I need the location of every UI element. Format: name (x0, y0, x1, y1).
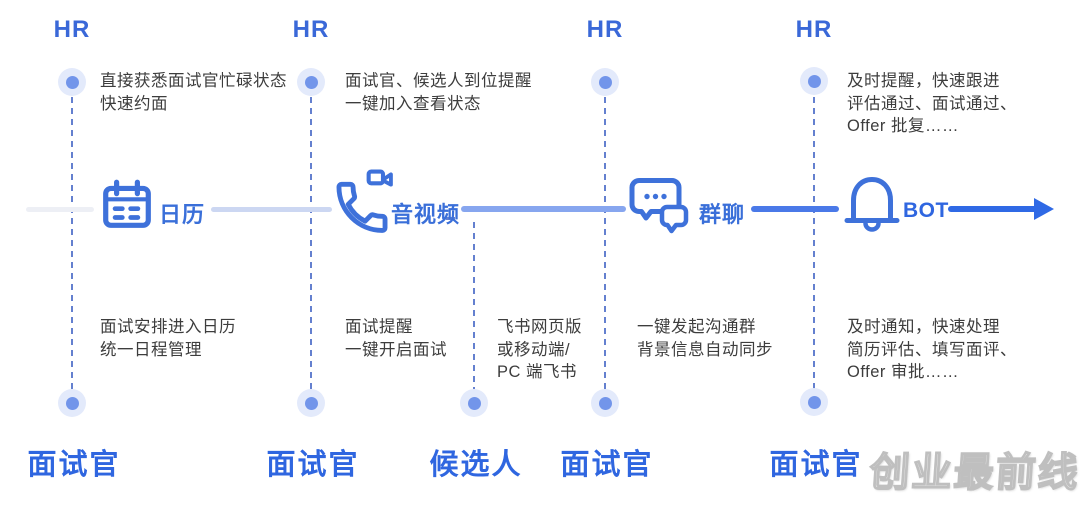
vertical-dashed-line-5 (812, 97, 816, 389)
timeline-dot-bottom-2 (297, 389, 325, 417)
timeline-segment-3 (461, 206, 626, 212)
actor-label-interviewer-5: 面试官 (769, 449, 863, 481)
watermark: 创业最前线 (867, 450, 1080, 496)
timeline-segment-1 (26, 207, 94, 212)
timeline-segment-2 (211, 207, 332, 212)
feature-note-bottom-2: 面试提醒 一键开启面试 (345, 318, 447, 359)
actor-label-interviewer-2: 面试官 (266, 449, 360, 481)
feature-note-bottom-1: 面试安排进入日历 统一日程管理 (100, 318, 236, 359)
feature-note-bottom-3: 飞书网页版 或移动端/ PC 端飞书 (497, 318, 582, 381)
feature-note-top-1: 直接获悉面试官忙碌状态 快速约面 (100, 72, 287, 113)
actor-label-candidate: 候选人 (429, 449, 523, 481)
actor-label-interviewer-1: 面试官 (27, 449, 121, 481)
feature-note-top-5: 及时提醒，快速跟进 评估通过、面试通过、 Offer 批复…… (847, 72, 1017, 135)
vertical-dashed-line-1 (70, 97, 74, 389)
chat-bubbles-icon (627, 176, 695, 238)
hr-label-5: HR (795, 16, 833, 43)
timeline-dot-bottom-5 (800, 388, 828, 416)
vertical-dashed-line-2 (309, 97, 313, 389)
timeline-dot-top-2 (297, 68, 325, 96)
vertical-dashed-line-3 (472, 222, 476, 389)
audio-video-label: 音视频 (391, 202, 461, 227)
phone-video-icon (331, 169, 393, 233)
timeline-dot-top-4 (591, 68, 619, 96)
bell-icon (843, 172, 901, 234)
hr-label-1: HR (53, 16, 91, 43)
actor-label-interviewer-4: 面试官 (560, 449, 654, 481)
timeline-dot-top-5 (800, 67, 828, 95)
flow-arrow-head (1034, 198, 1054, 220)
calendar-label: 日历 (159, 202, 206, 227)
calendar-icon (100, 177, 154, 231)
feature-note-bottom-4: 一键发起沟通群 背景信息自动同步 (637, 318, 773, 359)
hr-label-2: HR (292, 16, 330, 43)
timeline-dot-top-1 (58, 68, 86, 96)
bot-label: BOT (903, 199, 949, 222)
timeline-dot-bottom-3 (460, 389, 488, 417)
timeline-segment-4 (751, 206, 839, 212)
feature-note-bottom-5: 及时通知，快速处理 简历评估、填写面评、 Offer 审批…… (847, 318, 1017, 381)
group-chat-label: 群聊 (699, 202, 746, 227)
timeline-dot-bottom-4 (591, 389, 619, 417)
vertical-dashed-line-3-elbow (446, 217, 455, 220)
feature-note-top-2: 面试官、候选人到位提醒 一键加入查看状态 (345, 72, 532, 113)
flow-arrow-line (948, 206, 1038, 212)
timeline-dot-bottom-1 (58, 389, 86, 417)
vertical-dashed-line-4 (603, 97, 607, 389)
hr-label-4: HR (586, 16, 624, 43)
